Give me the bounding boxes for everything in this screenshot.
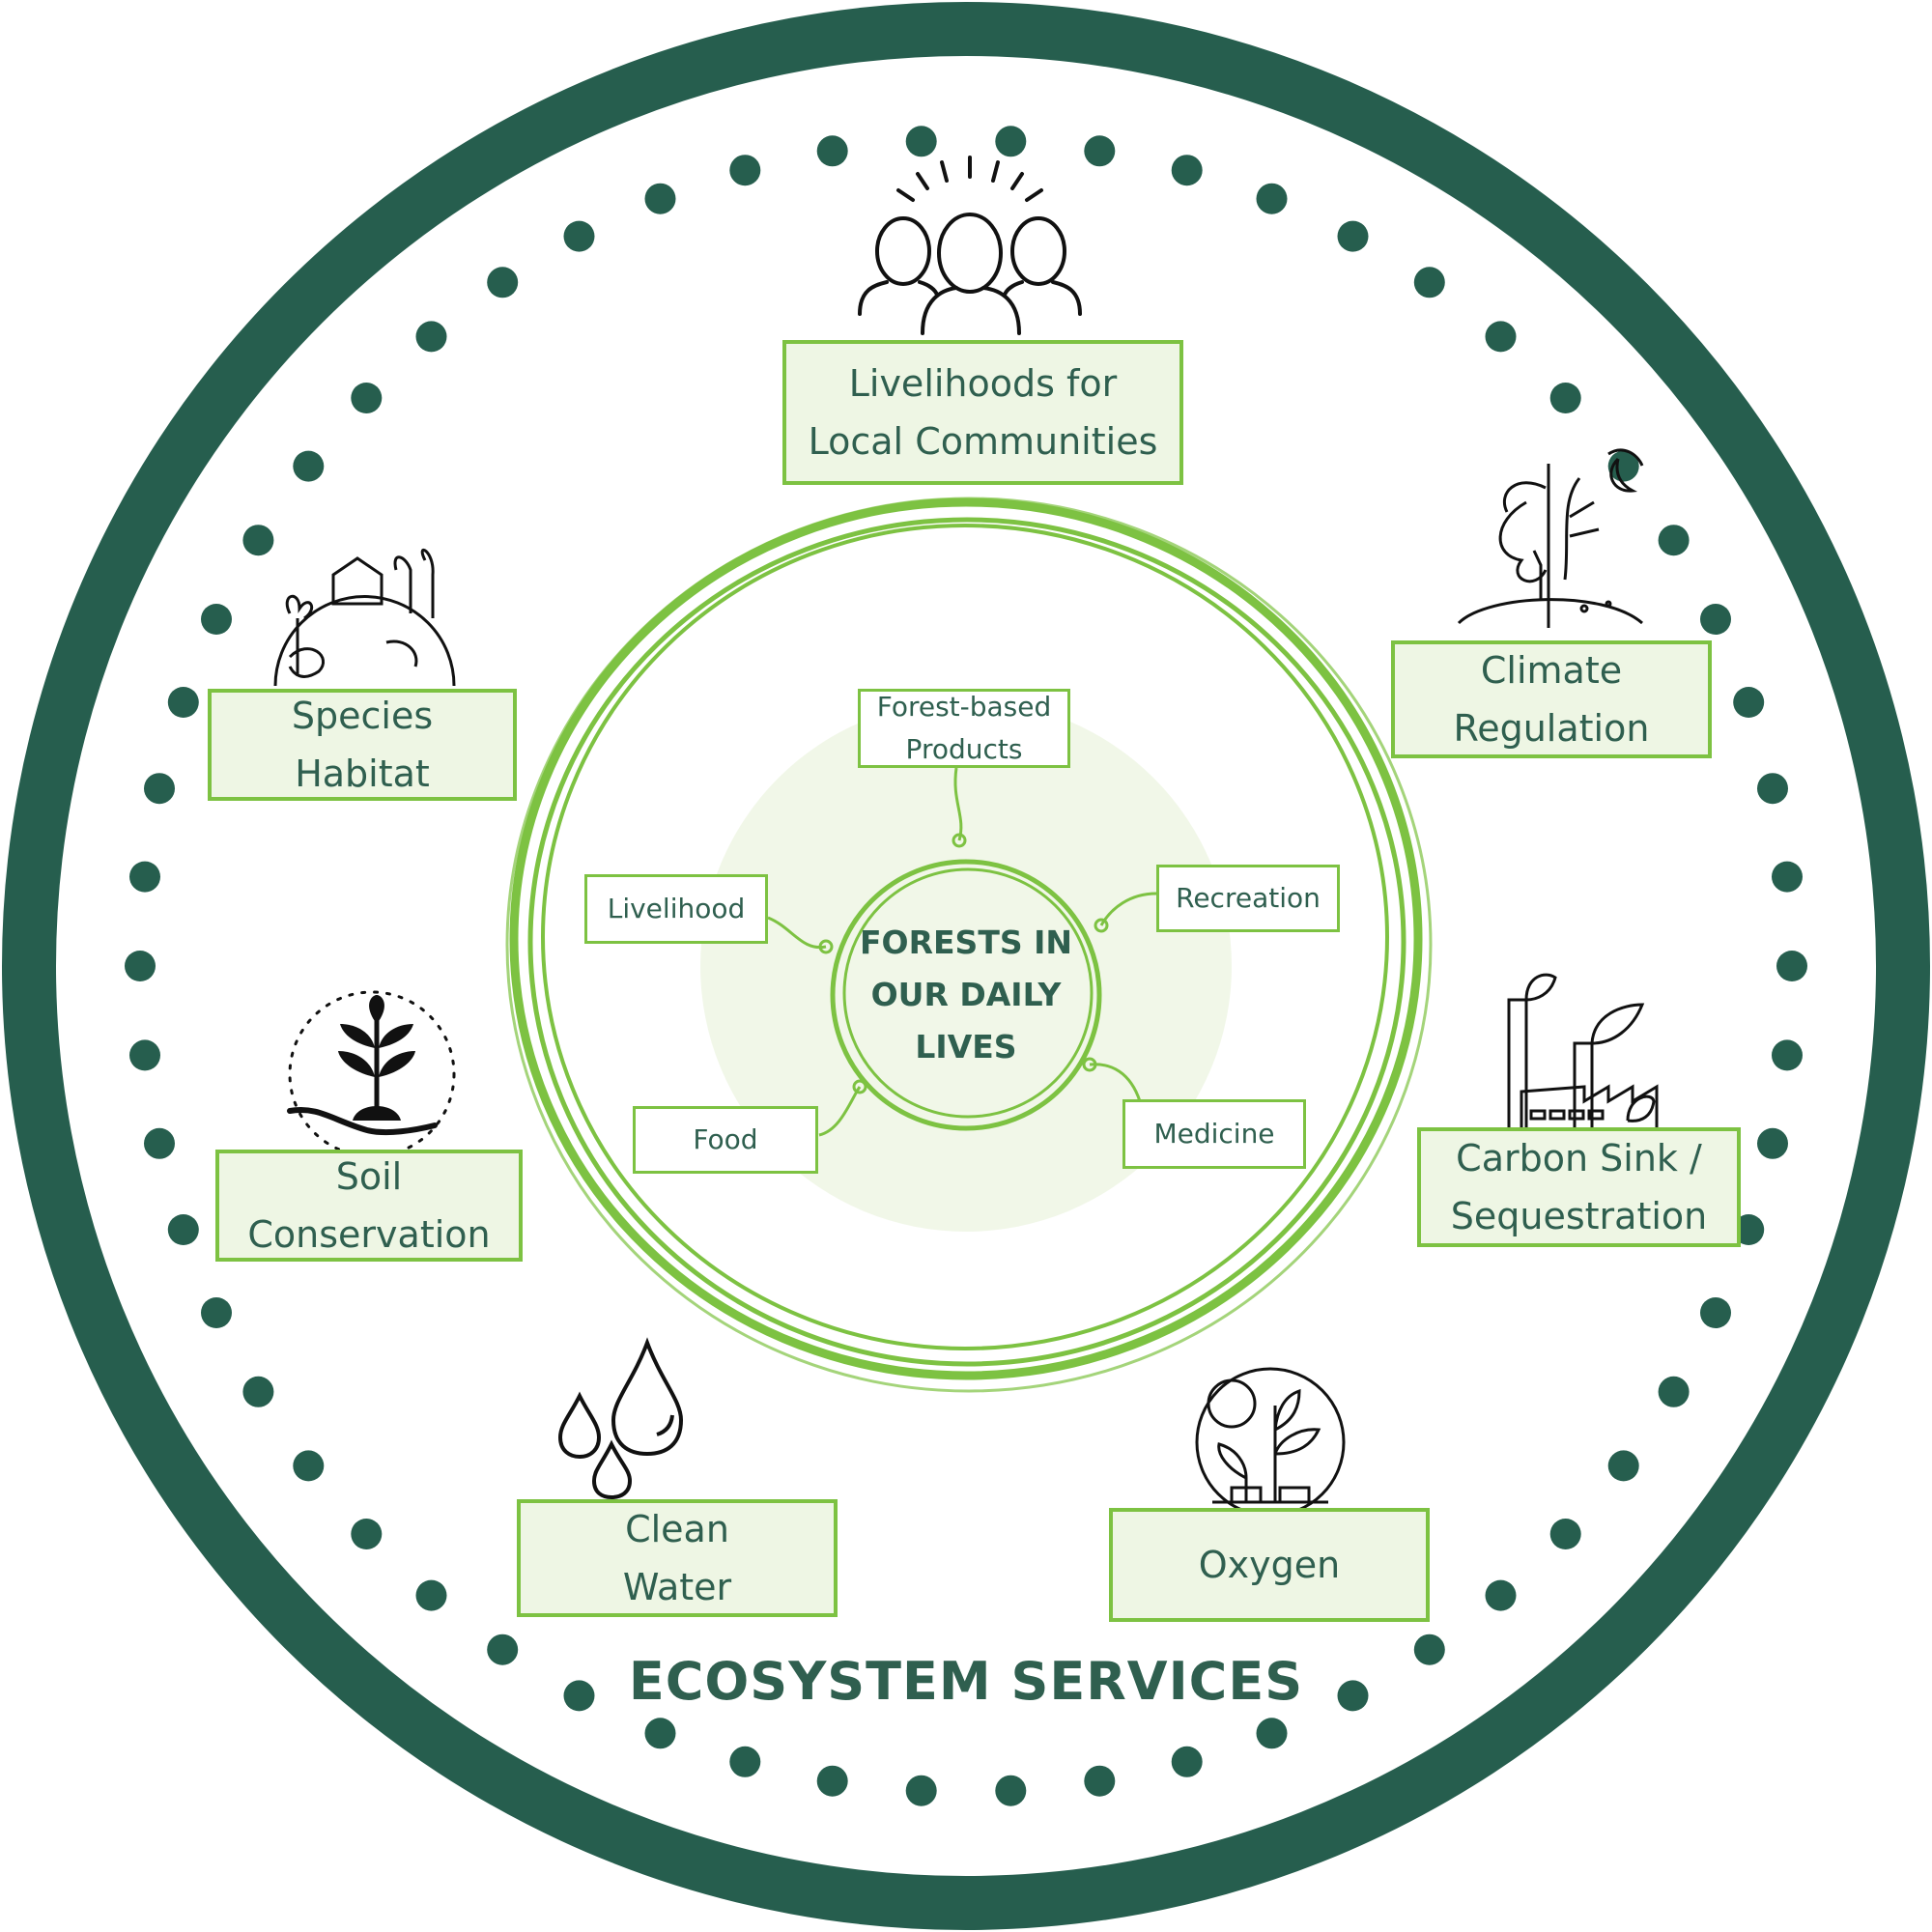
climate-tree-icon <box>1457 448 1644 628</box>
community-icon <box>858 156 1082 335</box>
ring-dot <box>293 1450 325 1482</box>
ring-dot <box>242 1376 274 1407</box>
inner-item-livelihood: Livelihood <box>584 874 768 944</box>
ring-dot <box>1700 604 1731 635</box>
service-livelihoods: Livelihoods for Local Communities <box>782 340 1183 485</box>
ring-dot <box>1171 155 1203 186</box>
ring-dot <box>905 1775 937 1806</box>
factory-leaf-icon <box>1507 973 1659 1132</box>
ring-dot <box>644 1718 676 1749</box>
ring-dot <box>242 525 274 556</box>
ring-dot <box>729 155 761 186</box>
ring-dot <box>415 321 447 353</box>
ring-dot <box>351 1519 383 1549</box>
ring-dot <box>1084 1765 1116 1797</box>
ring-dot <box>1485 321 1517 353</box>
ring-dot <box>1658 1376 1690 1407</box>
footer-title: ECOSYSTEM SERVICES <box>628 1650 1304 1712</box>
ring-dot <box>1772 861 1803 893</box>
ring-dot <box>1776 951 1807 981</box>
service-climate-regulation: Climate Regulation <box>1391 640 1712 758</box>
ring-dot <box>995 1775 1027 1806</box>
water-drops-icon <box>557 1337 684 1500</box>
inner-item-medicine: Medicine <box>1122 1099 1306 1169</box>
ring-dot <box>144 773 175 805</box>
ring-dot <box>1733 687 1765 718</box>
center-disc <box>700 700 1232 1232</box>
center-title: FORESTS IN OUR DAILY LIVES <box>860 923 1072 1065</box>
ring-dot <box>1413 267 1445 298</box>
ring-dot <box>1549 383 1581 413</box>
connectors <box>767 767 1157 1137</box>
ring-dot <box>201 1297 232 1328</box>
ring-dot <box>1658 525 1690 556</box>
ring-dot <box>487 1634 519 1665</box>
ring-dot <box>1084 135 1116 167</box>
ring-dot <box>816 1765 848 1797</box>
ring-dot <box>129 1039 160 1071</box>
ring-dot <box>129 861 160 893</box>
plant-in-hand-icon <box>287 990 456 1158</box>
ring-dot <box>1757 1127 1788 1159</box>
center-circle <box>830 859 1102 1131</box>
ring-dot <box>1700 1297 1731 1328</box>
ring-dot <box>1413 1634 1445 1665</box>
ring-dot <box>201 604 232 635</box>
ring-dot <box>125 951 156 981</box>
service-soil-conservation: Soil Conservation <box>215 1150 523 1262</box>
ring-dot <box>1171 1746 1203 1777</box>
ring-dot <box>1607 1450 1639 1482</box>
ring-dot <box>995 126 1027 157</box>
inner-sketch-ring <box>505 497 1433 1393</box>
ring-dot <box>415 1579 447 1611</box>
ring-dot <box>644 183 676 214</box>
ring-dot <box>816 135 848 167</box>
ring-dot <box>167 687 199 718</box>
service-carbon-sink: Carbon Sink / Sequestration <box>1417 1127 1741 1247</box>
service-oxygen: Oxygen <box>1109 1508 1430 1622</box>
habitat-globe-icon <box>273 548 456 687</box>
ring-dot <box>144 1127 175 1159</box>
service-clean-water: Clean Water <box>517 1499 838 1617</box>
ring-dot <box>563 220 595 252</box>
ring-dot <box>729 1746 761 1777</box>
ring-dot <box>1757 773 1788 805</box>
ring-dot <box>1485 1579 1517 1611</box>
ring-dot <box>1607 450 1639 482</box>
service-species-habitat: Species Habitat <box>208 689 517 801</box>
ring-dot <box>1256 1718 1288 1749</box>
ring-dot <box>167 1214 199 1245</box>
dotted-ring <box>125 126 1807 1806</box>
ring-dot <box>563 1680 595 1712</box>
oxygen-plant-icon <box>1195 1367 1346 1518</box>
ring-dot <box>1337 1680 1369 1712</box>
inner-item-food: Food <box>633 1106 818 1174</box>
ring-dot <box>487 267 519 298</box>
ring-dot <box>351 383 383 413</box>
ring-dot <box>905 126 937 157</box>
inner-item-recreation: Recreation <box>1156 865 1340 932</box>
ring-dot <box>1549 1519 1581 1549</box>
inner-item-forest-products: Forest-based Products <box>858 689 1070 768</box>
ring-dot <box>1256 183 1288 214</box>
ring-dot <box>1733 1214 1765 1245</box>
ring-dot <box>293 450 325 482</box>
ring-dot <box>1772 1039 1803 1071</box>
ring-dot <box>1337 220 1369 252</box>
